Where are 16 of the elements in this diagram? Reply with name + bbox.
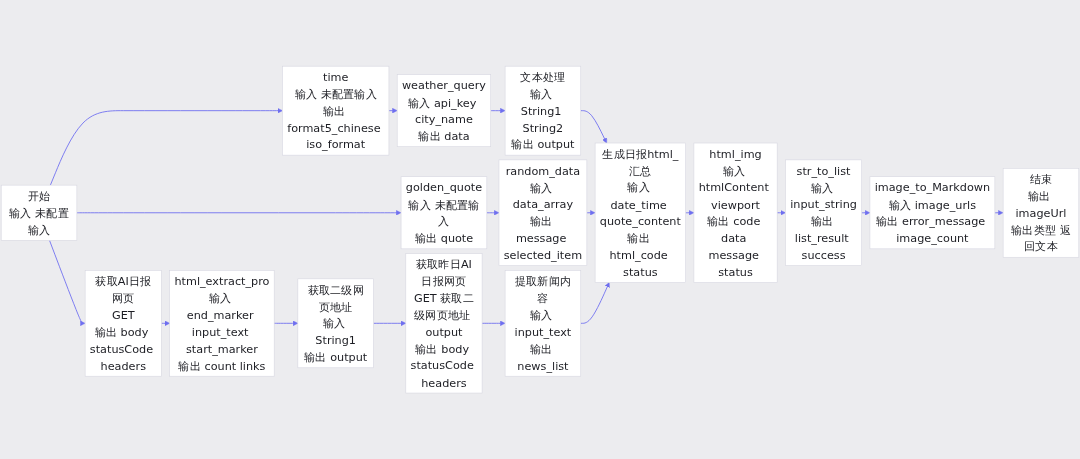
node-box: 文本处理 输入 String1 String2 输出 output — [504, 65, 582, 156]
node-box: 开始 输入 未配置输入 — [0, 184, 78, 241]
node-box: image_to_Markdown 输入 image_urls 输出 error_message image_count — [869, 176, 996, 249]
node-box: time 输入 未配置输入 输出 format5_chinese iso_format — [282, 65, 390, 156]
node-box: 获取昨日AI日报网页 GET 获取二级网页地址 output 输出 body statusCode headers — [405, 253, 483, 394]
node-box: html_img 输入 htmlContent viewport 输出 code data message status — [693, 142, 778, 283]
node-box: 获取二级网页地址 输入 String1 输出 output — [297, 278, 374, 368]
node-box: html_extract_pro 输入 end_marker input_text start_marker 输出 count links — [169, 270, 275, 377]
node-box: 提取新闻内容 输入 input_text 输出 news_list — [504, 270, 582, 377]
node-box: 获取AI日报网页 GET 输出 body statusCode headers — [84, 270, 162, 377]
node-box: golden_quote 输入 未配置输入 输出 quote — [400, 176, 488, 249]
node-box: str_to_list 输入 input_string 输出 list_result success — [785, 159, 862, 266]
node-box: 生成日报html_汇总 输入 date_time quote_content 输出 html_code status — [594, 142, 686, 283]
node-box: random_data 输入 data_array 输出 message selected_item — [498, 159, 588, 266]
node-box: weather_query 输入 api_key city_name 输出 data — [396, 74, 491, 147]
node-box: 结束 输出 imageUrl 输出类型 返回文本 — [1002, 167, 1080, 258]
